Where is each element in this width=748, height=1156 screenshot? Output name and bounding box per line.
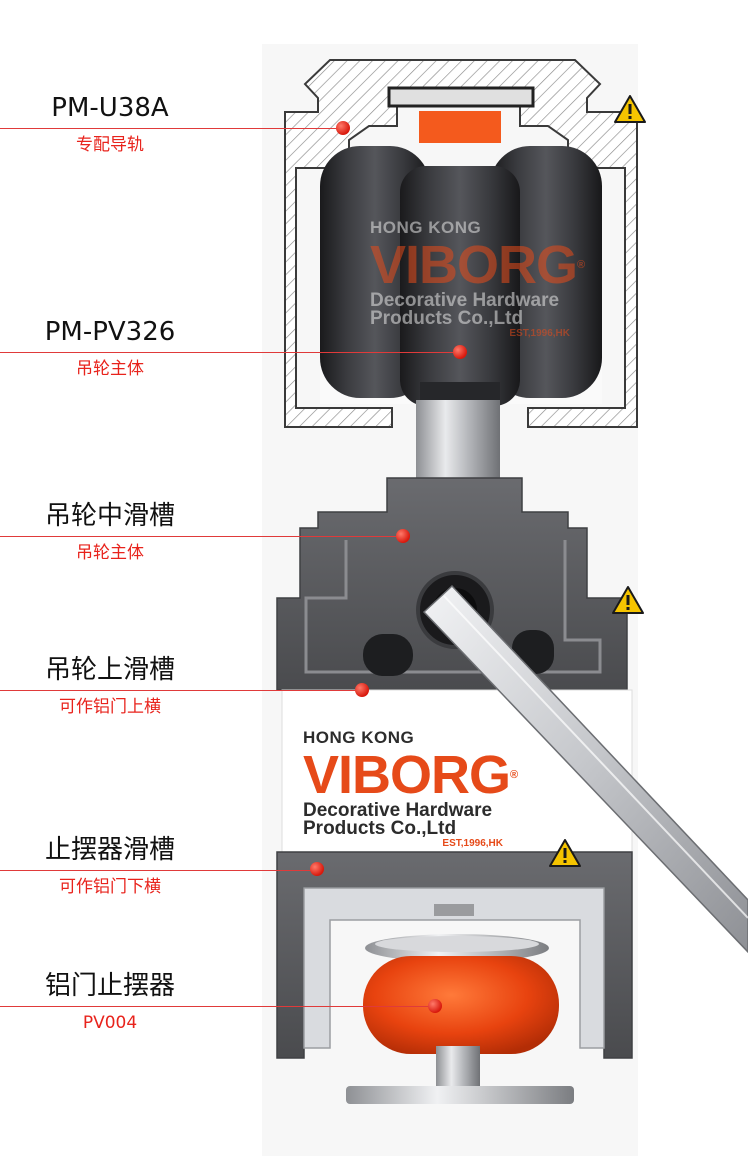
warning-icon: [614, 95, 646, 123]
warning-icon: [612, 586, 644, 614]
callout-subtitle: 可作铝门上横: [59, 697, 161, 717]
callout-subtitle: 吊轮主体: [76, 543, 144, 563]
callout-middle-slot: 吊轮中滑槽 吊轮主体: [0, 500, 220, 564]
callout-subtitle: PV004: [82, 1013, 138, 1033]
leader-line: [0, 690, 360, 691]
leader-line: [0, 1006, 432, 1007]
callout-subtitle: 吊轮主体: [76, 359, 144, 379]
warning-icon: [549, 839, 581, 867]
callout-upper-slot: 吊轮上滑槽 可作铝门上横: [0, 654, 220, 718]
marker-dot: [355, 683, 369, 697]
marker-dot: [396, 529, 410, 543]
leader-line: [0, 870, 312, 871]
hex-key: [422, 584, 748, 954]
callout-title: 止摆器滑槽: [44, 835, 175, 865]
callout-title: 铝门止摆器: [44, 971, 175, 1001]
callout-title: 吊轮上滑槽: [44, 655, 175, 685]
leader-line: [0, 352, 455, 353]
marker-dot: [310, 862, 324, 876]
callout-door-stopper: 铝门止摆器 PV004: [0, 970, 220, 1034]
stopper-base: [346, 1086, 574, 1104]
marker-dot: [336, 121, 350, 135]
callout-title: 吊轮中滑槽: [44, 501, 175, 531]
callout-subtitle: 专配导轨: [76, 135, 144, 155]
callout-wheel-body: PM-PV326 吊轮主体: [0, 316, 220, 380]
leader-line: [0, 536, 398, 537]
leader-line: [0, 128, 338, 129]
wheel-logo: HONG KONG VIBORG® Decorative Hardware Pr…: [370, 218, 585, 339]
stopper-rubber: [363, 956, 559, 1054]
callout-track: PM-U38A 专配导轨: [0, 92, 220, 156]
callout-subtitle: 可作铝门下横: [59, 877, 161, 897]
support-rod: [416, 400, 500, 482]
track-top-inset: [387, 86, 535, 108]
marker-dot: [428, 999, 442, 1013]
middle-slide-ridge: [304, 540, 602, 674]
track-orange-strip: [419, 111, 501, 143]
wheel-logo-text: VIBORG: [370, 235, 578, 295]
callout-title: PM-PV326: [44, 317, 176, 347]
callout-title: PM-U38A: [51, 93, 169, 123]
marker-dot: [453, 345, 467, 359]
wheel-hub: [400, 166, 520, 406]
plate-logo: HONG KONG VIBORG® Decorative Hardware Pr…: [303, 728, 518, 849]
plate-logo-text: VIBORG: [303, 745, 511, 805]
callout-stopper-slot: 止摆器滑槽 可作铝门下横: [0, 834, 220, 898]
